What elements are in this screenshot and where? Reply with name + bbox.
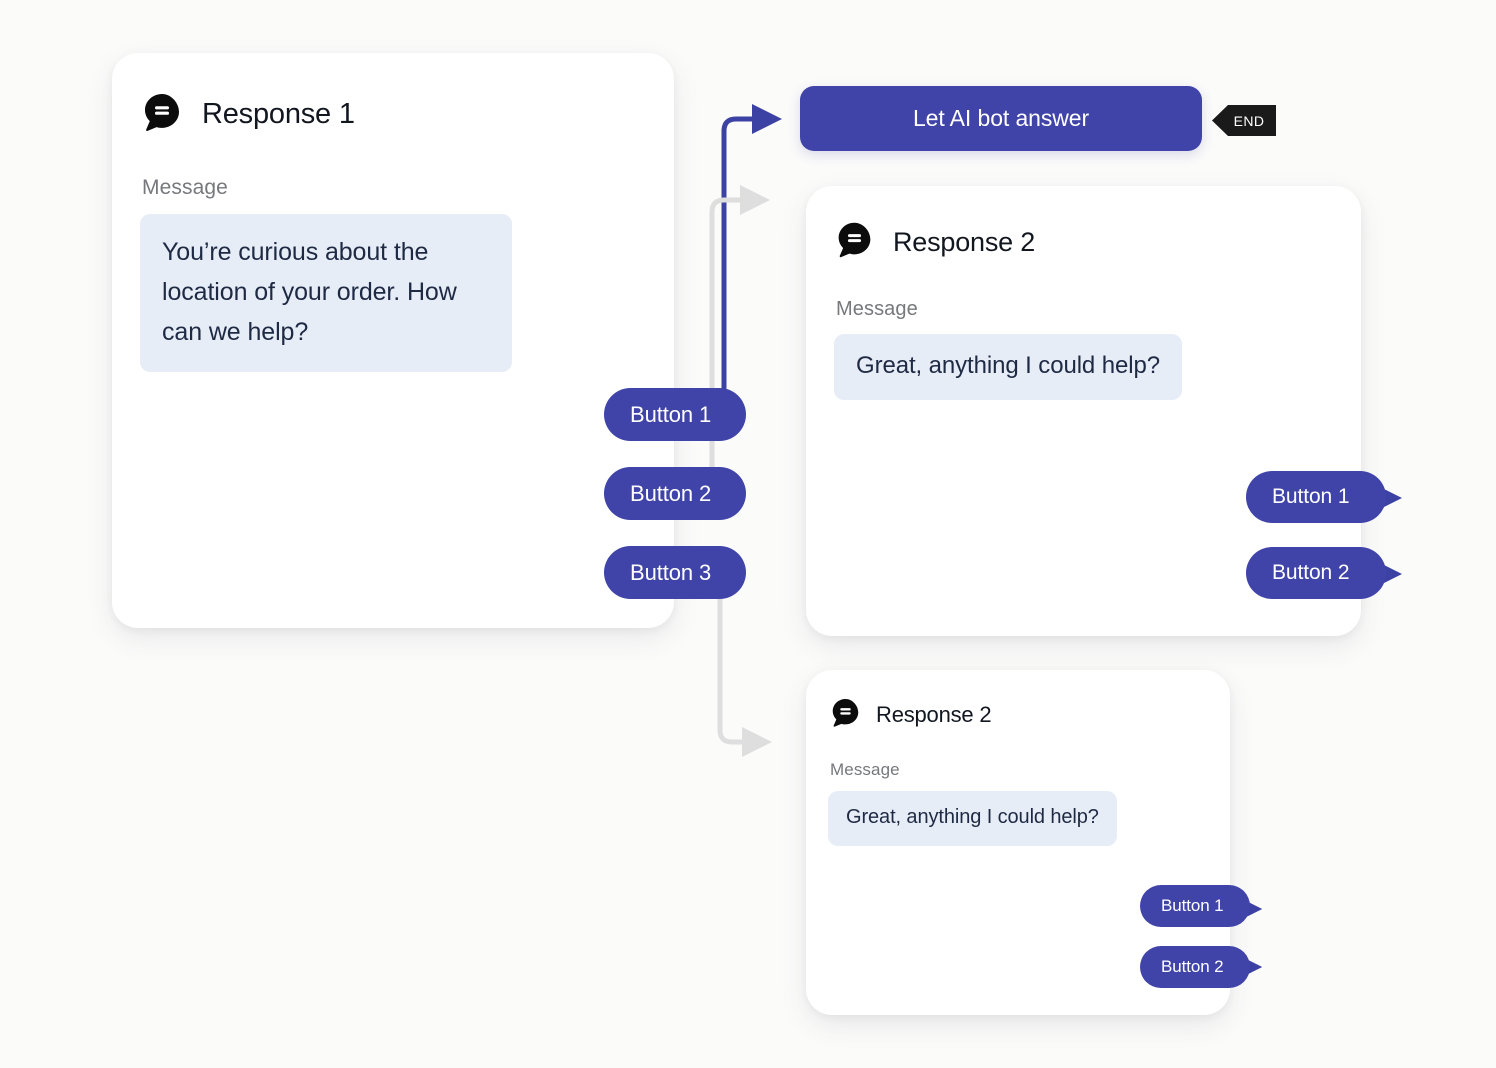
response-1-button-2[interactable]: Button 2 [604,467,746,520]
message-label: Message [142,176,228,199]
button-list: Button 1 Button 2 [1246,471,1386,599]
card-header: Response 1 [112,53,674,139]
response-2-secondary-button-2[interactable]: Button 2 [1140,946,1250,988]
status-badge-end: END [1212,105,1276,136]
response-2-primary-button-1[interactable]: Button 1 [1246,471,1386,523]
page-title: Response 1 [202,98,355,130]
response-1-button-3[interactable]: Button 3 [604,546,746,599]
node-card-response-2-primary[interactable]: Response 2 Message Great, anything I cou… [806,186,1386,636]
card-header: Response 2 [806,670,1230,734]
message-bubble: You’re curious about the location of you… [140,214,512,372]
message-bubble: Great, anything I could help? [834,334,1182,400]
node-card-response-2-secondary[interactable]: Response 2 Message Great, anything I cou… [806,670,1250,1015]
node-card-response-1[interactable]: Response 1 Message You’re curious about … [112,53,746,628]
page-title: Response 2 [893,226,1036,257]
message-bubble: Great, anything I could help? [828,791,1117,846]
chat-bubble-icon [829,696,862,734]
response-2-primary-button-2[interactable]: Button 2 [1246,547,1386,599]
message-label: Message [830,760,900,779]
chat-bubble-icon [140,90,184,139]
node-let-ai-bot-answer[interactable]: Let AI bot answer [800,86,1202,151]
page-title: Response 2 [876,702,992,727]
button-list: Button 1 Button 2 [1140,885,1250,988]
response-2-secondary-button-1[interactable]: Button 1 [1140,885,1250,927]
message-label: Message [836,298,918,320]
response-1-button-1[interactable]: Button 1 [604,388,746,441]
chat-bubble-icon [834,219,875,265]
button-list: Button 1 Button 2 Button 3 [604,388,746,599]
card-header: Response 2 [806,186,1361,265]
